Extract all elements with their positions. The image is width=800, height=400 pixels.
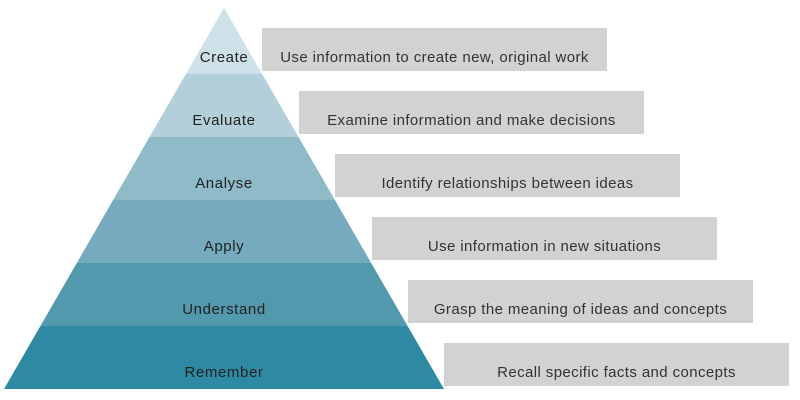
description-box-analyse: Identify relationships between ideas bbox=[335, 154, 680, 197]
description-text-evaluate: Examine information and make decisions bbox=[327, 112, 616, 129]
description-text-apply: Use information in new situations bbox=[427, 238, 662, 255]
description-text-analyse: Identify relationships between ideas bbox=[381, 175, 634, 192]
pyramid-segment-create bbox=[185, 8, 263, 74]
pyramid-segment-remember bbox=[4, 326, 444, 389]
description-box-create: Use information to create new, original … bbox=[262, 28, 607, 71]
pyramid-segment-understand bbox=[40, 263, 408, 326]
pyramid-segment-apply bbox=[76, 200, 372, 263]
description-box-understand: Grasp the meaning of ideas and concepts bbox=[408, 280, 753, 323]
description-box-apply: Use information in new situations bbox=[372, 217, 717, 260]
description-text-remember: Recall specific facts and concepts bbox=[497, 364, 736, 381]
pyramid-segment-analyse bbox=[113, 137, 335, 200]
description-box-evaluate: Examine information and make decisions bbox=[299, 91, 644, 134]
description-text-create: Use information to create new, original … bbox=[280, 49, 589, 66]
pyramid-segment-evaluate bbox=[149, 74, 299, 137]
description-box-remember: Recall specific facts and concepts bbox=[444, 343, 789, 386]
description-text-understand: Grasp the meaning of ideas and concepts bbox=[433, 301, 728, 318]
